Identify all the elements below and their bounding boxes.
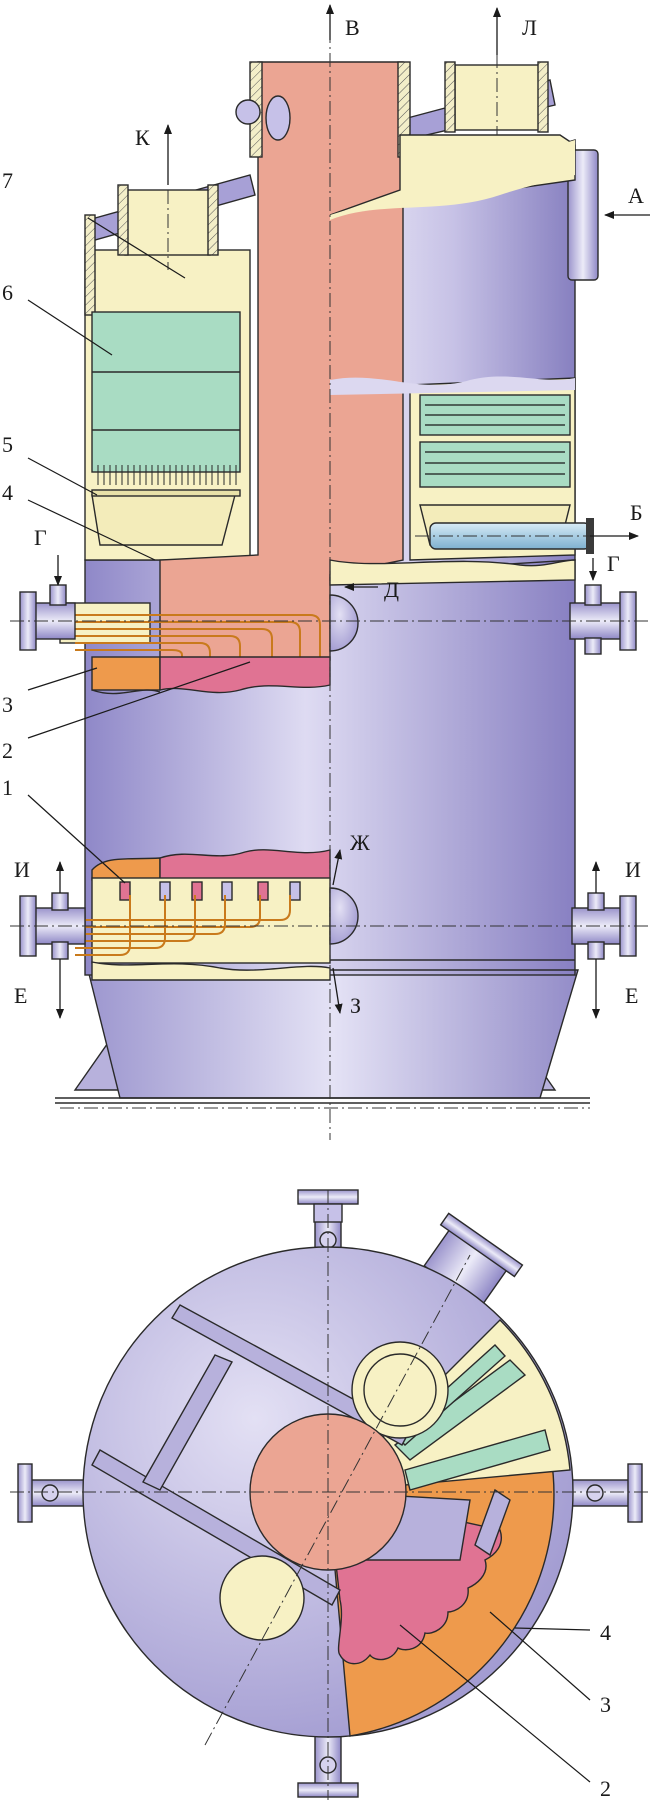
flow-label-a: А [628, 183, 644, 208]
flow-label-z: З [350, 993, 361, 1018]
part-number-4: 4 [2, 480, 13, 505]
nozzle-g-right [569, 584, 637, 655]
part-number-5: 5 [2, 432, 13, 457]
refractory-orange-top [91, 656, 161, 691]
tray-5 [91, 494, 236, 546]
hatched-wall-left [84, 214, 96, 316]
part-number-3: 3 [2, 692, 13, 717]
elevation-view: В Л К А Б Г Г Д И И Ж З Е Е 7 6 5 4 3 2 … [2, 4, 650, 1140]
plan-nozzle-bottom [297, 1729, 359, 1798]
plan-opening-lower [219, 1555, 305, 1641]
plan-part-number-4: 4 [600, 1620, 611, 1645]
refractory-pink-top [159, 656, 331, 694]
sight-port [265, 95, 291, 141]
flow-label-zh: Ж [350, 830, 370, 855]
flow-arrows [54, 4, 650, 1019]
fin-bank [97, 465, 237, 485]
plan-view: 4 3 2 [10, 1189, 650, 1801]
flow-label-e-right: Е [625, 983, 638, 1008]
flow-label-g-right: Г [607, 551, 620, 576]
flow-label-l: Л [522, 15, 537, 40]
manway-d [329, 594, 359, 652]
flow-label-b: Б [630, 500, 643, 525]
part-number-6: 6 [2, 280, 13, 305]
burner-slots [119, 881, 301, 901]
plan-part-number-2: 2 [600, 1776, 611, 1801]
flow-label-g-left: Г [34, 525, 47, 550]
flow-label-i-left: И [14, 857, 30, 882]
coil-tubes-bottom [75, 895, 291, 956]
manway-zh [329, 887, 359, 945]
bottom-cone [87, 969, 579, 1099]
flow-label-e-left: Е [14, 983, 27, 1008]
coil-tubes-top [75, 614, 321, 660]
interstage-band [329, 559, 576, 586]
part-number-2: 2 [2, 738, 13, 763]
plan-leader-lines [399, 1611, 591, 1783]
flow-label-k: К [135, 125, 150, 150]
plan-part-number-3: 3 [600, 1692, 611, 1717]
part-number-1: 1 [2, 775, 13, 800]
plan-nozzle-right [564, 1463, 643, 1523]
refractory-pink-bottom [159, 849, 331, 881]
right-coil-bank [419, 394, 571, 488]
nozzle-a [567, 149, 599, 281]
flow-label-d: Д [384, 577, 399, 602]
flow-label-i-right: И [625, 857, 641, 882]
heat-exchanger-6 [91, 311, 241, 473]
part-number-7: 7 [2, 168, 13, 193]
leader-lines [27, 217, 251, 884]
flow-label-v: В [345, 15, 360, 40]
